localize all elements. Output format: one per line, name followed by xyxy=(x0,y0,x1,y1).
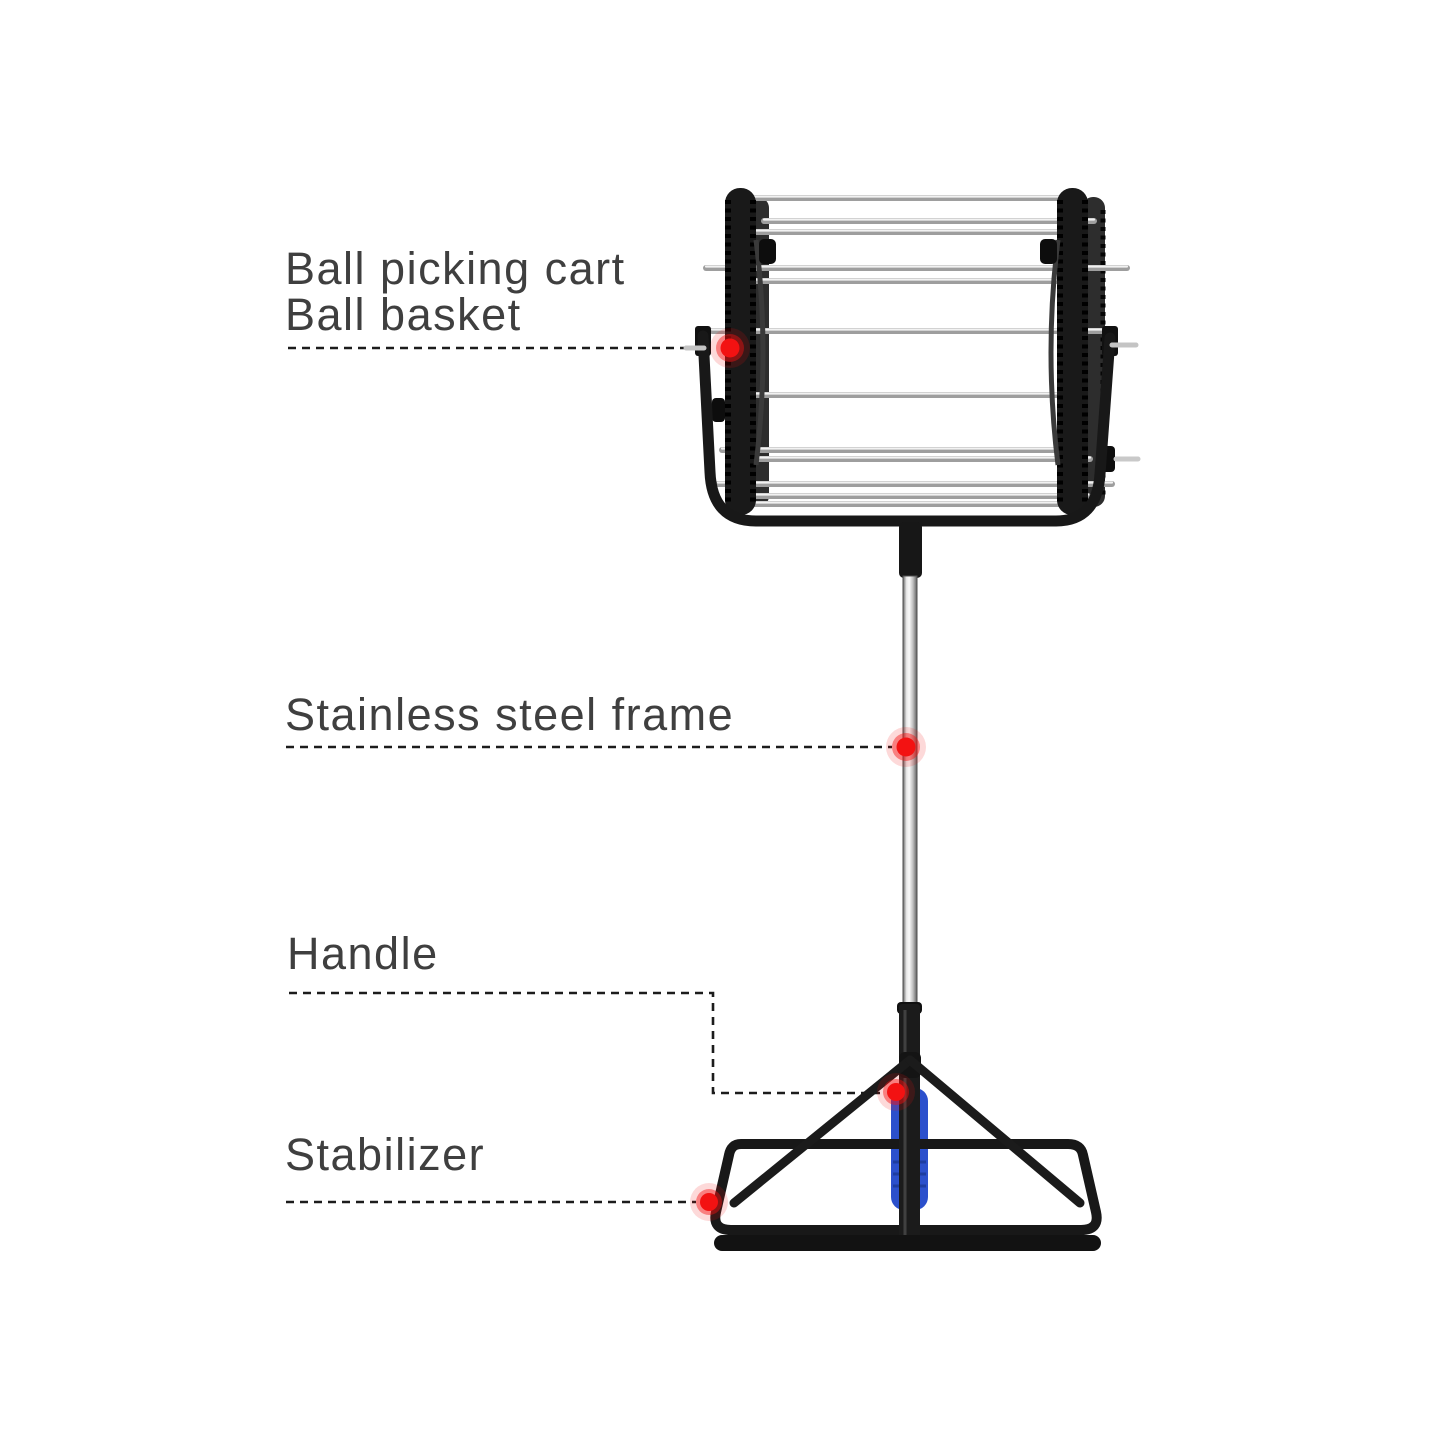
label-line: Handle xyxy=(287,928,439,979)
left-lower-knob xyxy=(712,398,725,422)
marker-steel-frame xyxy=(886,727,926,767)
chrome-pole xyxy=(902,575,918,1009)
base-frame xyxy=(710,1139,1102,1235)
tripod-struts xyxy=(729,1052,1085,1208)
pole-collar xyxy=(899,522,922,578)
callout-markers xyxy=(690,328,926,1221)
yoke-tube xyxy=(697,330,1116,527)
yoke-frame xyxy=(683,326,1139,527)
label-stabilizer: Stabilizer xyxy=(285,1132,485,1178)
label-line: Ball basket xyxy=(285,289,522,340)
gear-spoke xyxy=(753,239,766,466)
stand-pole xyxy=(899,522,922,1009)
ball-basket-drum xyxy=(703,188,1141,515)
leader-line-handle xyxy=(289,991,880,1095)
left-gear-wheel xyxy=(725,188,756,515)
label-steel-frame: Stainless steel frame xyxy=(285,692,734,738)
left-strut xyxy=(729,1055,915,1208)
label-ball-basket: Ball picking cart Ball basket xyxy=(285,246,626,338)
marker-handle xyxy=(877,1073,915,1111)
marker-stabilizer xyxy=(690,1183,728,1221)
label-handle: Handle xyxy=(287,931,439,977)
left-knob xyxy=(759,239,776,264)
gear-spoke xyxy=(1048,239,1061,466)
right-strut xyxy=(905,1055,1085,1208)
lower-pole-tube xyxy=(897,1002,922,1244)
label-line: Stainless steel frame xyxy=(285,689,735,740)
right-knob xyxy=(1040,239,1057,264)
marker-ball-basket xyxy=(710,328,750,368)
leader-lines xyxy=(286,346,892,1204)
label-line: Ball picking cart xyxy=(285,243,626,294)
right-gear-wheel xyxy=(1057,188,1088,515)
label-line: Stabilizer xyxy=(285,1129,486,1180)
